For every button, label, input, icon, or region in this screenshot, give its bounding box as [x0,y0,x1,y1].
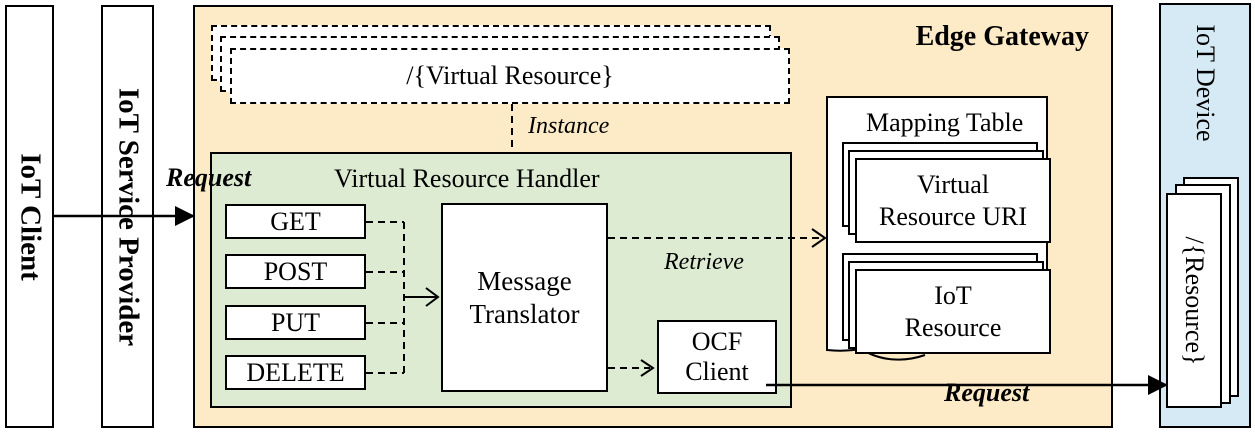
ocf-line1: OCF [691,327,743,357]
ocf-client: OCF Client [657,320,777,394]
ocf-line2: Client [685,357,749,386]
uri-line1: Virtual [916,170,990,200]
service-provider-box: IoT Service Provider [101,5,154,428]
method-post-label: POST [263,256,328,286]
method-delete-label: DELETE [246,357,345,387]
retrieve-label: Retrieve [664,249,744,275]
translator-line2: Translator [469,298,580,329]
virtual-resource-label: /{Virtual Resource} [406,61,614,90]
method-delete: DELETE [225,355,366,390]
method-get: GET [225,204,366,239]
message-translator: Message Translator [441,203,608,392]
iot-client-box: IoT Client [5,5,54,428]
iot-resource-card: IoT Resource [855,269,1051,354]
instance-label: Instance [528,113,610,139]
request-in-label: Request [166,163,252,192]
device-resource-card: /{Resource} [1166,193,1222,408]
method-post: POST [225,254,366,289]
translator-line1: Message [477,266,572,297]
virtual-resource-card: /{Virtual Resource} [230,48,790,104]
res-line2: Resource [904,312,1002,342]
request-out-label: Request [944,378,1030,407]
iot-client-label: IoT Client [14,152,46,281]
method-put-label: PUT [270,307,321,337]
iot-device-label: IoT Device [1191,24,1220,142]
res-line1: IoT [934,281,972,311]
method-get-label: GET [270,206,321,236]
service-provider-label: IoT Service Provider [112,87,144,346]
virtual-resource-uri-card: Virtual Resource URI [855,158,1051,243]
edge-gateway-title: Edge Gateway [915,21,1089,52]
handler-title: Virtual Resource Handler [334,164,600,193]
device-resource-label: /{Resource} [1180,236,1209,365]
mapping-table-title: Mapping Table [866,108,1024,137]
uri-line2: Resource URI [878,201,1027,231]
method-put: PUT [225,305,366,340]
